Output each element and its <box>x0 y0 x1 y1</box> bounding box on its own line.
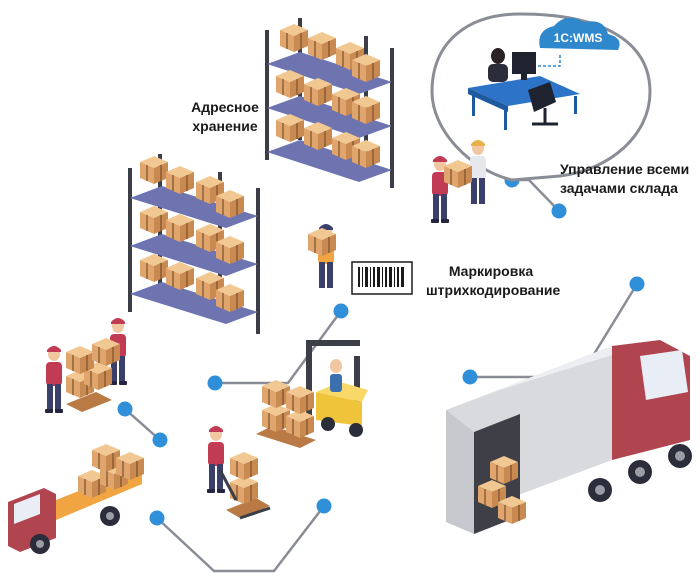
delivery-truck-small <box>8 443 145 554</box>
caption-barcode-marking: Маркировка штрихкодирование <box>426 262 561 300</box>
connector-left <box>124 408 161 441</box>
caption-task-management: Управление всеми задачами склада <box>560 160 689 198</box>
pallet-jack-worker <box>207 426 271 520</box>
node <box>333 303 349 319</box>
cloud-icon: 1C:WMS <box>539 17 620 50</box>
management-bubble: 1C:WMS <box>430 12 652 182</box>
storage-rack-top <box>265 18 394 188</box>
delivery-truck-large <box>446 340 692 534</box>
barcode-worker <box>307 224 337 288</box>
caption-line: хранение <box>192 118 258 134</box>
connector-bottom <box>156 505 325 573</box>
caption-line: Маркировка <box>448 263 534 279</box>
office-desk-icon <box>468 48 580 130</box>
barcode-icon <box>351 261 413 295</box>
forklift <box>256 340 368 448</box>
node <box>207 375 223 391</box>
caption-line: штрихкодирование <box>426 282 561 298</box>
node <box>551 203 567 219</box>
cloud-label: 1C:WMS <box>554 31 603 45</box>
node <box>152 432 168 448</box>
caption-line: задачами склада <box>560 180 678 196</box>
pallet-workers <box>45 318 127 413</box>
inspection-workers <box>431 140 486 223</box>
node <box>316 498 332 514</box>
storage-rack-left <box>128 154 260 334</box>
caption-line: Управление всеми <box>560 161 690 177</box>
node <box>117 401 133 417</box>
node <box>149 510 165 526</box>
caption-line: Адресное <box>191 99 259 115</box>
node <box>462 369 478 385</box>
connector-top-right <box>512 178 560 212</box>
caption-address-storage: Адресное хранение <box>182 98 268 136</box>
node <box>629 276 645 292</box>
connector-barcode <box>215 310 343 385</box>
